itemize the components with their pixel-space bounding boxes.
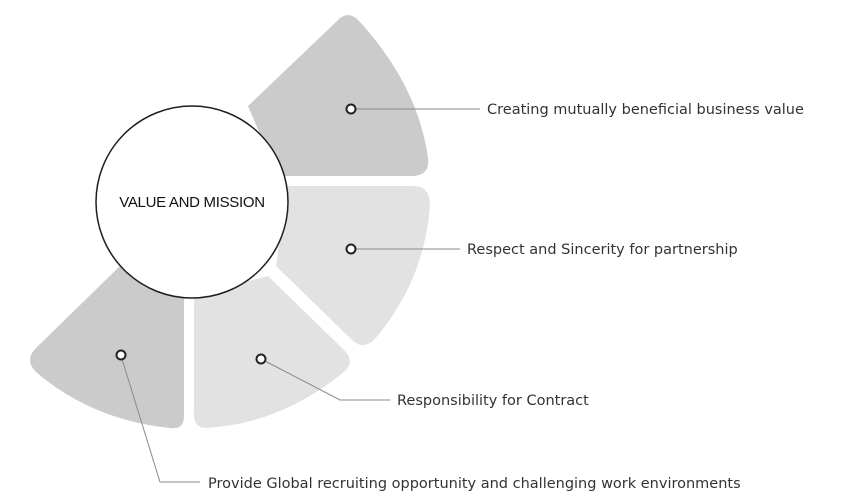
label-partnership: Respect and Sincerity for partnership (467, 242, 738, 258)
label-global-recruiting: Provide Global recruiting opportunity an… (208, 476, 741, 492)
center-title: VALUE AND MISSION (119, 194, 265, 211)
label-business-value: Creating mutually beneficial business va… (487, 102, 804, 118)
marker-contract-icon (255, 353, 267, 365)
marker-partnership-icon (345, 243, 357, 255)
connector-global-recruiting (121, 358, 200, 483)
segment-business-value (248, 15, 429, 176)
center-circle (95, 105, 289, 299)
marker-global-recruiting-icon (115, 349, 127, 361)
marker-business-value-icon (345, 103, 357, 115)
connector-contract (264, 360, 390, 401)
segment-partnership (276, 186, 430, 345)
segment-global-recruiting (30, 266, 184, 429)
label-contract: Responsibility for Contract (397, 393, 589, 409)
segment-contract (194, 276, 350, 428)
